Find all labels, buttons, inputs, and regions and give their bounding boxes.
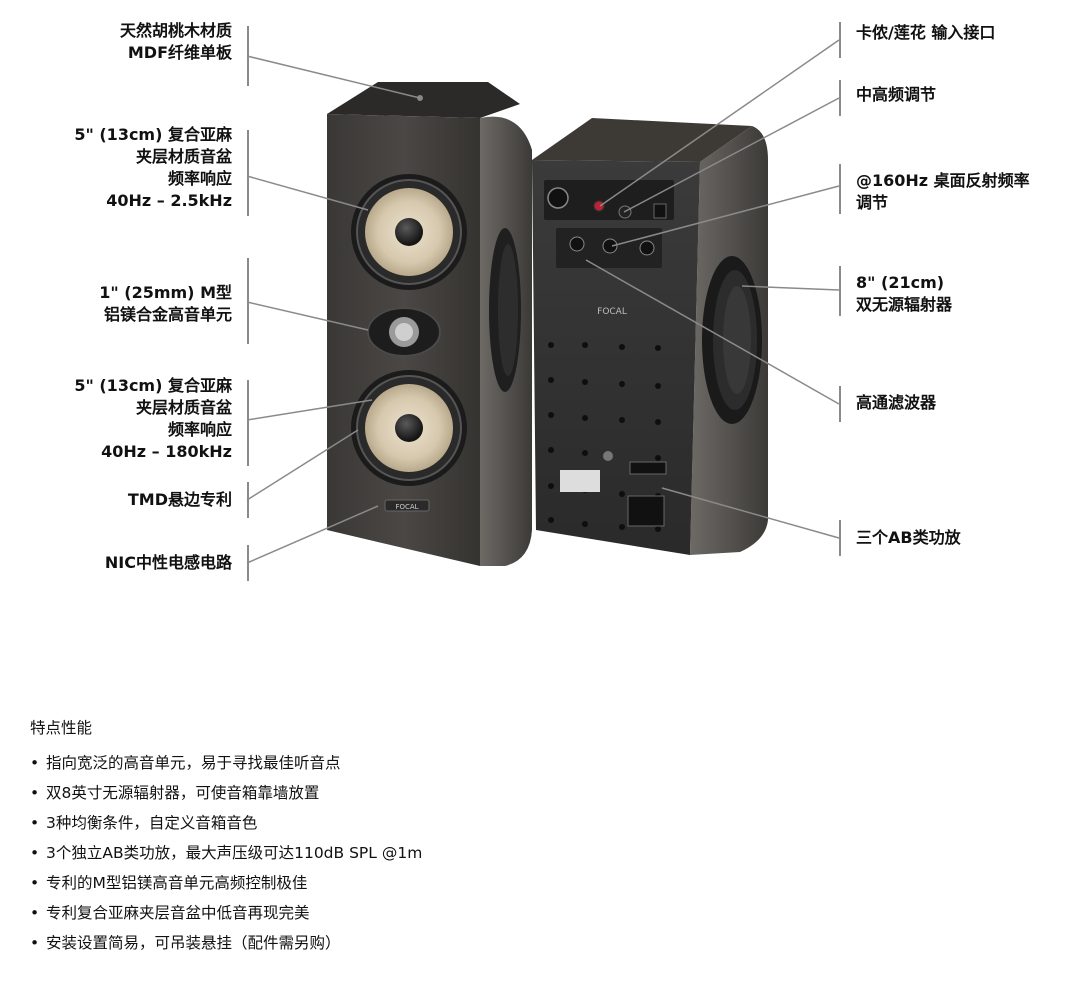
- label-tweeter: 1" (25mm) M型 铝镁合金高音单元: [99, 283, 232, 324]
- label-bar: [247, 130, 249, 216]
- label-ab-amps: 三个AB类功放: [856, 528, 961, 547]
- bullet-icon: •: [30, 874, 40, 892]
- label-hf-adjust: 中高频调节: [856, 85, 937, 104]
- label-bar: [839, 80, 841, 116]
- label-woofer-lower: 5" (13cm) 复合亚麻 夹层材质音盆 频率响应 40Hz – 180kHz: [74, 376, 232, 461]
- list-item: •指向宽泛的高音单元，易于寻找最佳听音点: [30, 748, 422, 778]
- list-item: •双8英寸无源辐射器，可使音箱靠墙放置: [30, 778, 422, 808]
- list-item: •3个独立AB类功放，最大声压级可达110dB SPL @1m: [30, 838, 422, 868]
- features-title: 特点性能: [30, 719, 93, 737]
- features-section: 特点性能 •指向宽泛的高音单元，易于寻找最佳听音点 •双8英寸无源辐射器，可使音…: [30, 716, 422, 958]
- label-bar: [839, 520, 841, 556]
- label-bar: [839, 22, 841, 58]
- label-nic-circuit: NIC中性电感电路: [104, 553, 232, 572]
- bullet-icon: •: [30, 784, 40, 802]
- rear-logo: FOCAL: [597, 307, 627, 317]
- label-woofer-upper: 5" (13cm) 复合亚麻 夹层材质音盆 频率响应 40Hz – 2.5kHz: [74, 125, 232, 210]
- list-item: •安装设置简易，可吊装悬挂（配件需另购）: [30, 928, 422, 958]
- label-passive-radiators: 8" (21cm) 双无源辐射器: [856, 273, 953, 314]
- label-bar: [839, 164, 841, 214]
- label-bar: [247, 258, 249, 344]
- label-tmd-suspension: TMD悬边专利: [127, 490, 232, 509]
- list-item: •专利的M型铝镁高音单元高频控制极佳: [30, 868, 422, 898]
- label-walnut-veneer: 天然胡桃木材质 MDF纤维单板: [119, 21, 232, 62]
- label-xlr-rca-input: 卡侬/莲花 输入接口: [856, 23, 996, 42]
- bullet-icon: •: [30, 814, 40, 832]
- leader-lines: [246, 39, 840, 564]
- label-highpass-filter: 高通滤波器: [856, 393, 937, 412]
- label-bar: [247, 380, 249, 466]
- list-item: •3种均衡条件，自定义音箱音色: [30, 808, 422, 838]
- label-desk-eq: @160Hz 桌面反射频率 调节: [856, 171, 1030, 212]
- front-speaker: FOCAL: [327, 82, 532, 567]
- front-logo-badge: FOCAL: [395, 503, 418, 511]
- label-bar: [839, 386, 841, 422]
- rear-speaker: FOCAL: [532, 118, 768, 555]
- speaker-product-image: FOCAL FOCAL: [246, 39, 840, 567]
- bullet-icon: •: [30, 844, 40, 862]
- list-item: •专利复合亚麻夹层音盆中低音再现完美: [30, 898, 422, 928]
- features-list: •指向宽泛的高音单元，易于寻找最佳听音点 •双8英寸无源辐射器，可使音箱靠墙放置…: [30, 748, 422, 958]
- bullet-icon: •: [30, 754, 40, 772]
- bullet-icon: •: [30, 904, 40, 922]
- bullet-icon: •: [30, 934, 40, 952]
- label-bar: [839, 266, 841, 316]
